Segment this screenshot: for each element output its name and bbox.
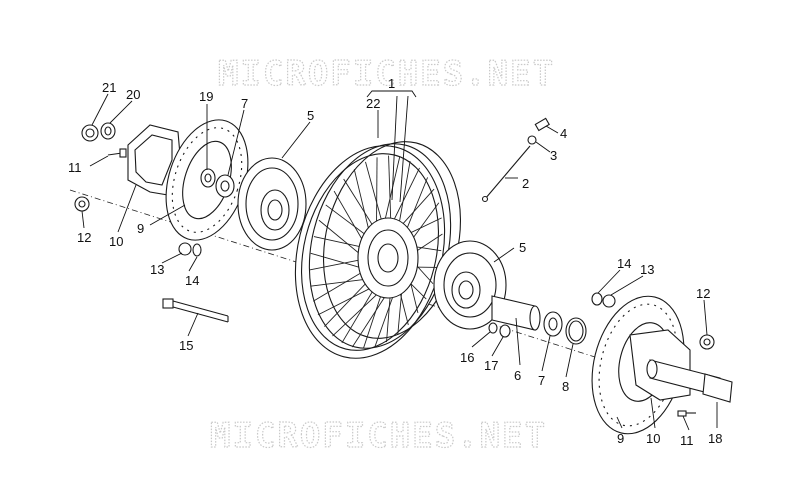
nut-part (499, 324, 511, 338)
callout-14: 14 (185, 273, 199, 288)
washer-part (192, 243, 202, 257)
callout-5: 5 (307, 108, 314, 123)
seal-ring (565, 317, 587, 345)
callout-12b: 12 (696, 286, 710, 301)
callout-13b: 13 (640, 262, 654, 277)
spacer-tube (491, 295, 541, 331)
callout-3: 3 (550, 148, 557, 163)
callout-10: 10 (109, 234, 123, 249)
callout-labels: 21 20 19 7 5 1 22 4 3 2 11 12 10 9 13 14… (68, 76, 722, 448)
callout-13: 13 (150, 262, 164, 277)
callout-12: 12 (77, 230, 91, 245)
callout-15: 15 (179, 338, 193, 353)
callout-9b: 9 (617, 431, 624, 446)
callout-14b: 14 (617, 256, 631, 271)
hub-flange-right (433, 240, 507, 330)
nut-part (81, 124, 99, 142)
callout-7b: 7 (538, 373, 545, 388)
watermark-top: MICROFICHES.NET (218, 54, 555, 94)
callout-21: 21 (102, 80, 116, 95)
spoke-nipple (534, 117, 550, 132)
spoke-part (484, 145, 531, 200)
callout-10b: 10 (646, 431, 660, 446)
washer-part (591, 292, 603, 306)
callout-20: 20 (126, 87, 140, 102)
leader-lines (81, 90, 718, 431)
wheel-axle (646, 359, 733, 403)
nut-part (74, 196, 90, 212)
axle-bolt (162, 298, 229, 323)
screw-part (107, 148, 127, 158)
watermark-bottom: MICROFICHES.NET (210, 416, 547, 456)
callout-22: 22 (366, 96, 380, 111)
spoked-wheel (294, 141, 462, 359)
callout-9: 9 (137, 221, 144, 236)
bearing-part (215, 174, 235, 198)
hub-flange-left (237, 157, 307, 251)
callout-4: 4 (560, 126, 567, 141)
callout-16: 16 (460, 350, 474, 365)
callout-8: 8 (562, 379, 569, 394)
nut-part (602, 294, 616, 308)
callout-11: 11 (68, 160, 82, 175)
callout-2: 2 (522, 176, 529, 191)
callout-11b: 11 (680, 433, 694, 448)
nut-part (178, 242, 192, 256)
spoke-washer (527, 135, 537, 145)
callout-18: 18 (708, 431, 722, 446)
callout-17: 17 (484, 358, 498, 373)
callout-1: 1 (388, 76, 395, 91)
washer-part (100, 122, 116, 140)
callout-19: 19 (199, 89, 213, 104)
screw-part (677, 410, 696, 417)
washer-part (488, 322, 498, 334)
callout-7: 7 (241, 96, 248, 111)
bearing-part (200, 168, 216, 188)
callout-6: 6 (514, 368, 521, 383)
bearing-part (543, 311, 563, 337)
nut-part (699, 334, 715, 350)
callout-5b: 5 (519, 240, 526, 255)
